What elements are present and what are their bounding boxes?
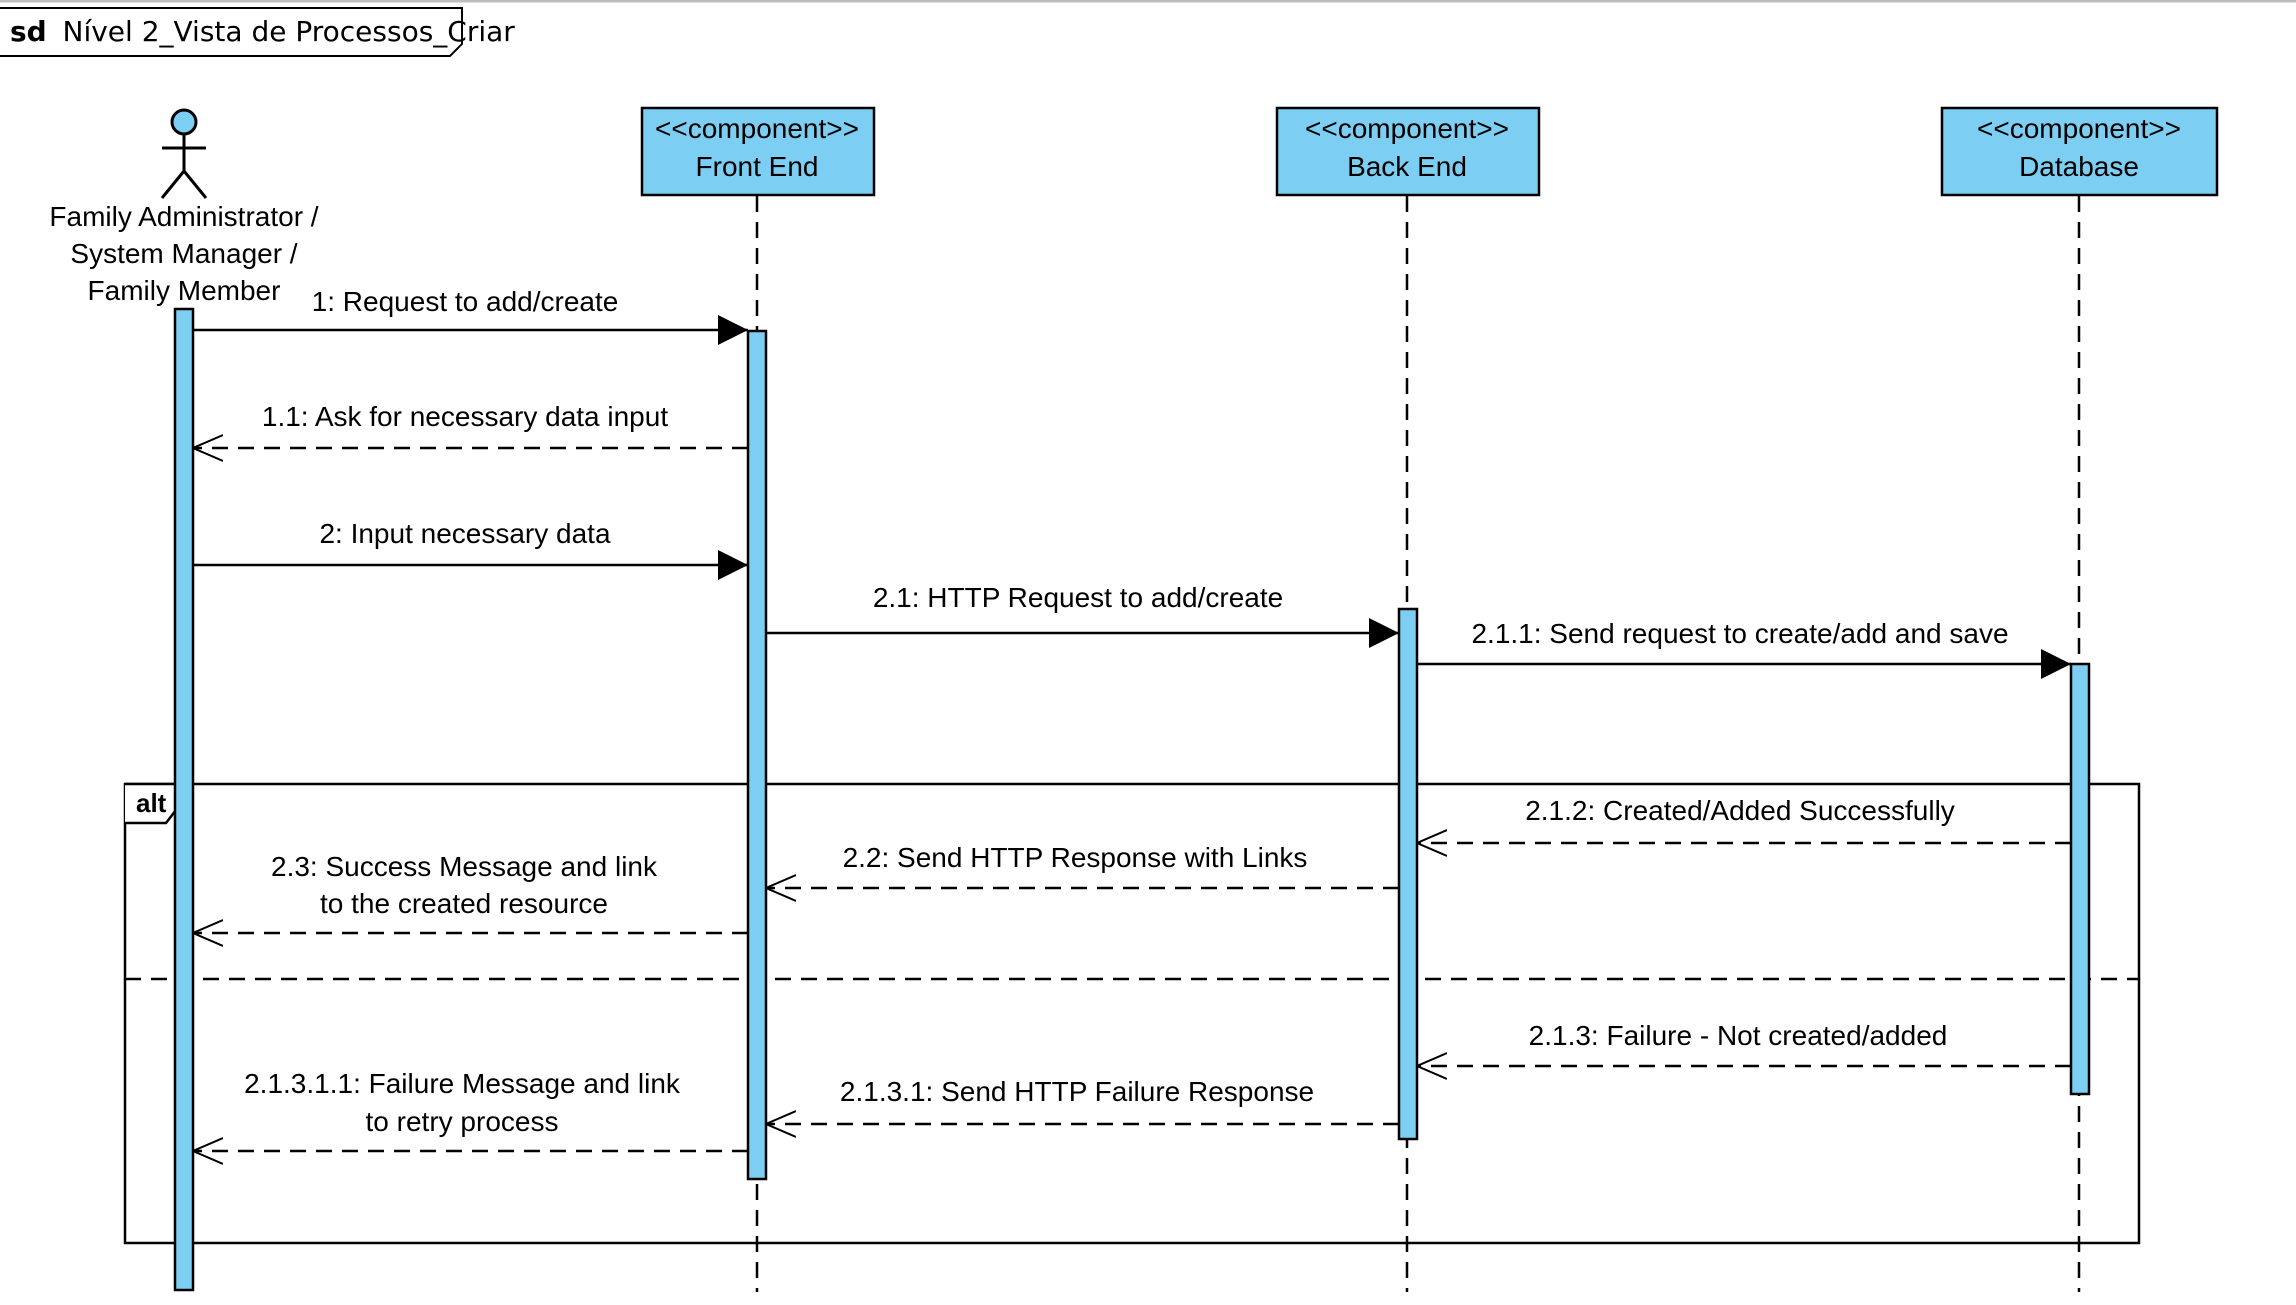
svg-text:sd Nível 2_Vista de Proc: sd Nível 2_Vista de Processos_Criar bbox=[10, 15, 515, 48]
alt-operator: alt bbox=[136, 788, 167, 818]
activation-actor bbox=[173, 307, 195, 1292]
message-2-1-3-1-1-label-line-1: 2.1.3.1.1: Failure Message and link bbox=[244, 1068, 681, 1099]
activation-database bbox=[2069, 662, 2091, 1096]
message-2-label: 2: Input necessary data bbox=[319, 518, 611, 549]
frame-keyword: sd bbox=[10, 15, 47, 48]
activation-frontend bbox=[746, 329, 768, 1181]
actor-stick-figure-icon bbox=[160, 108, 208, 199]
message-2-1-3-1: 2.1.3.1: Send HTTP Failure Response bbox=[766, 1076, 1399, 1124]
message-2-2: 2.2: Send HTTP Response with Links bbox=[766, 842, 1399, 888]
component-backend: <<component>> Back End bbox=[1275, 106, 1541, 197]
alt-fragment: alt bbox=[123, 782, 2141, 1245]
message-2-1: 2.1: HTTP Request to add/create bbox=[766, 582, 1399, 648]
component-database: <<component>> Database bbox=[1940, 106, 2219, 197]
component-database-stereotype: <<component>> bbox=[1977, 113, 2181, 144]
message-1-1: 1.1: Ask for necessary data input bbox=[193, 401, 748, 448]
component-backend-stereotype: <<component>> bbox=[1305, 113, 1509, 144]
message-2-1-label: 2.1: HTTP Request to add/create bbox=[873, 582, 1283, 613]
actor: Family Administrator / System Manager / … bbox=[49, 108, 319, 306]
activation-backend bbox=[1397, 607, 1419, 1141]
message-2-1-3-1-1: 2.1.3.1.1: Failure Message and link to r… bbox=[193, 1068, 748, 1151]
message-2: 2: Input necessary data bbox=[193, 518, 748, 580]
actor-name-line-3: Family Member bbox=[88, 275, 281, 306]
message-2-1-3: 2.1.3: Failure - Not created/added bbox=[1417, 1020, 2071, 1066]
message-2-1-3-1-label: 2.1.3.1: Send HTTP Failure Response bbox=[840, 1076, 1314, 1107]
message-2-1-2: 2.1.2: Created/Added Successfully bbox=[1417, 795, 2071, 843]
component-database-name: Database bbox=[2019, 151, 2139, 182]
message-2-1-1: 2.1.1: Send request to create/add and sa… bbox=[1417, 618, 2071, 679]
component-backend-name: Back End bbox=[1347, 151, 1467, 182]
activations bbox=[173, 307, 2091, 1292]
actor-name-line-2: System Manager / bbox=[70, 238, 297, 269]
messages: 1: Request to add/create 1.1: Ask for ne… bbox=[193, 286, 2071, 1151]
component-frontend: <<component>> Front End bbox=[640, 106, 876, 197]
message-1-label: 1: Request to add/create bbox=[312, 286, 619, 317]
message-2-1-3-1-1-label-line-2: to retry process bbox=[366, 1106, 559, 1137]
message-1: 1: Request to add/create bbox=[193, 286, 748, 345]
frame-tab: sd Nível 2_Vista de Processos_Criar bbox=[0, 7, 515, 57]
actor-name-line-1: Family Administrator / bbox=[49, 201, 318, 232]
message-2-1-3-label: 2.1.3: Failure - Not created/added bbox=[1529, 1020, 1948, 1051]
message-2-3-label-line-1: 2.3: Success Message and link bbox=[271, 851, 658, 882]
component-frontend-stereotype: <<component>> bbox=[655, 113, 859, 144]
message-2-1-1-label: 2.1.1: Send request to create/add and sa… bbox=[1471, 618, 2008, 649]
message-2-3-label-line-2: to the created resource bbox=[320, 888, 608, 919]
frame-title: Nível 2_Vista de Processos_Criar bbox=[63, 15, 516, 48]
message-2-1-2-label: 2.1.2: Created/Added Successfully bbox=[1525, 795, 1955, 826]
message-2-3: 2.3: Success Message and link to the cre… bbox=[193, 851, 748, 933]
message-1-1-label: 1.1: Ask for necessary data input bbox=[262, 401, 668, 432]
message-2-2-label: 2.2: Send HTTP Response with Links bbox=[843, 842, 1308, 873]
component-frontend-name: Front End bbox=[696, 151, 819, 182]
